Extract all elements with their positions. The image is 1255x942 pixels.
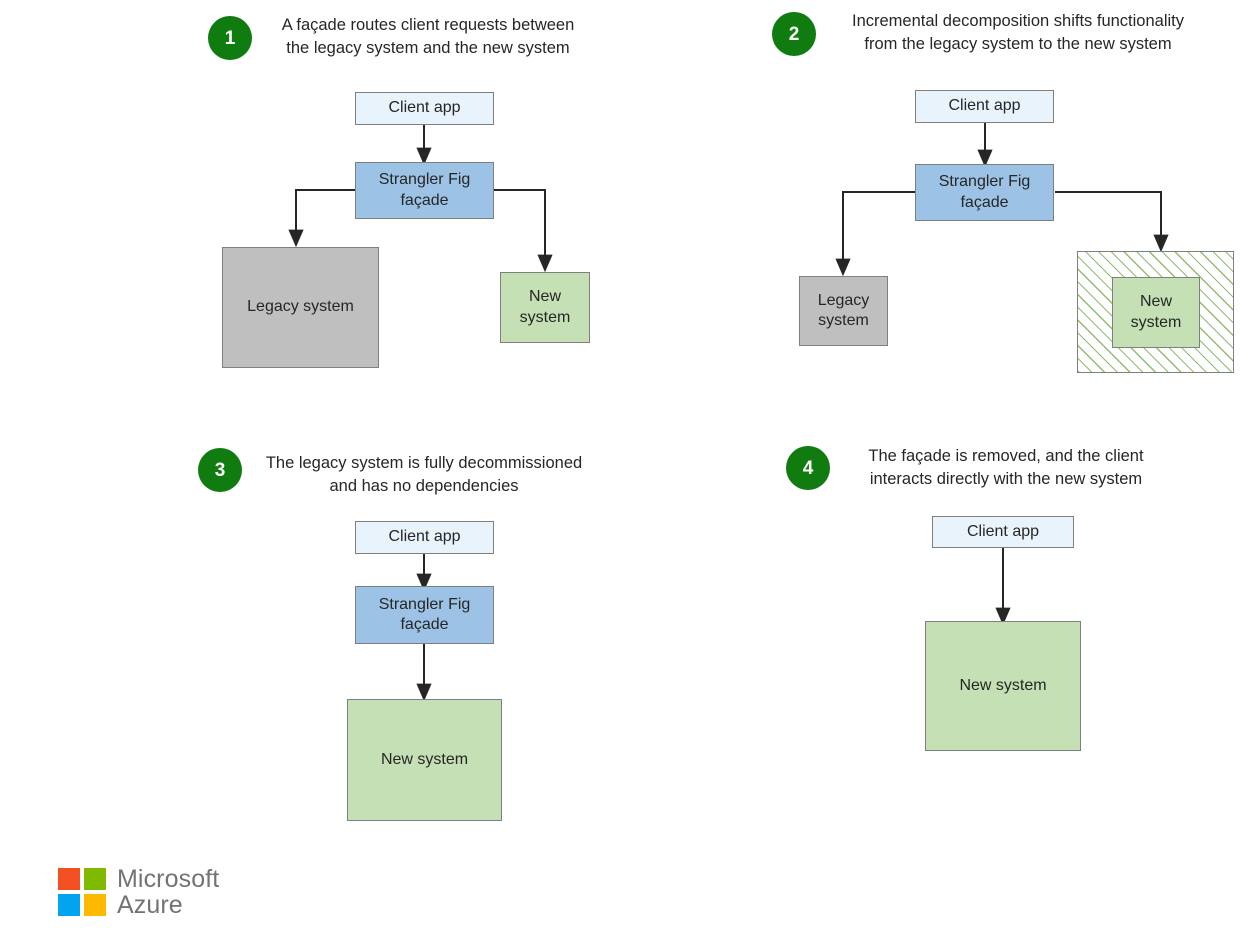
step-caption-1: A façade routes client requests between … (281, 16, 575, 58)
step-badge-3: 3 (198, 448, 242, 492)
node-new-system-3[interactable]: New system (347, 699, 502, 821)
node-client-app-1[interactable]: Client app (355, 92, 494, 125)
node-new-system-2[interactable]: New system (1112, 277, 1200, 348)
logo-wordmark: Microsoft Azure (117, 866, 219, 918)
node-strangler-fig-facade-1[interactable]: Strangler Fig façade (355, 162, 494, 219)
logo-azure-text: Azure (117, 891, 183, 919)
microsoft-azure-logo: Microsoft Azure (58, 866, 219, 918)
step-caption-4: The façade is removed, and the client in… (868, 447, 1144, 489)
node-legacy-system-2[interactable]: Legacy system (799, 276, 888, 346)
node-strangler-fig-facade-3[interactable]: Strangler Fig façade (355, 586, 494, 644)
step-number-3: 3 (214, 459, 226, 481)
node-strangler-fig-facade-2[interactable]: Strangler Fig façade (915, 164, 1054, 221)
node-legacy-system-1[interactable]: Legacy system (222, 247, 379, 368)
node-client-app-4[interactable]: Client app (932, 516, 1074, 548)
step-number-2: 2 (788, 23, 800, 45)
step-caption-2: Incremental decomposition shifts functio… (852, 12, 1184, 54)
node-new-system-1[interactable]: New system (500, 272, 590, 343)
logo-square-yellow (84, 894, 106, 916)
microsoft-logo-icon (58, 868, 106, 916)
step-badge-1: 1 (208, 16, 252, 60)
step-caption-3: The legacy system is fully decommissione… (265, 454, 583, 496)
step-badge-2: 2 (772, 12, 816, 56)
node-client-app-2[interactable]: Client app (915, 90, 1054, 123)
logo-microsoft-text: Microsoft (117, 865, 220, 893)
step-badge-4: 4 (786, 446, 830, 490)
step-number-4: 4 (802, 457, 814, 479)
logo-square-blue (58, 894, 80, 916)
logo-square-green (84, 868, 106, 890)
logo-square-red (58, 868, 80, 890)
node-new-system-4[interactable]: New system (925, 621, 1081, 751)
node-client-app-3[interactable]: Client app (355, 521, 494, 554)
step-number-1: 1 (224, 27, 236, 49)
